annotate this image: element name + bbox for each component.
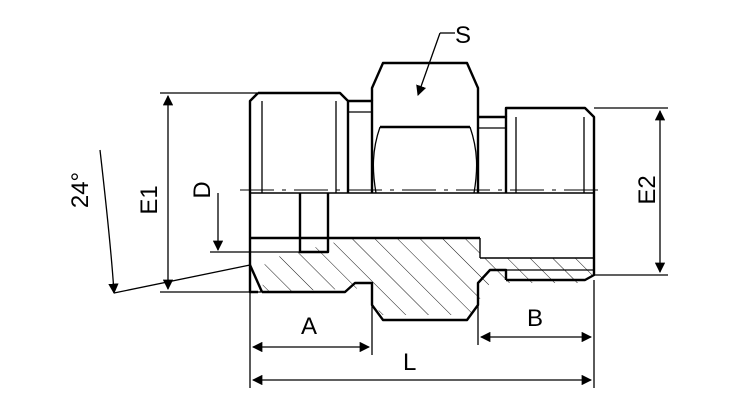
- label-d: D: [189, 181, 216, 198]
- label-s: S: [455, 22, 471, 49]
- label-e1: E1: [136, 185, 163, 214]
- label-a: A: [301, 313, 317, 340]
- angle-24-dimension: [99, 149, 251, 295]
- d-dimension: [210, 193, 300, 253]
- b-dimension: [477, 280, 595, 388]
- label-angle: 24°: [67, 172, 94, 208]
- label-e2: E2: [634, 175, 661, 204]
- e2-dimension: [594, 107, 668, 276]
- label-b: B: [527, 305, 543, 332]
- section-hatching: [262, 238, 592, 315]
- label-l: L: [403, 349, 416, 376]
- s-leader: [416, 32, 455, 96]
- a-dimension: [249, 292, 373, 388]
- e1-dimension: [160, 92, 262, 293]
- fitting-outline: [240, 61, 600, 322]
